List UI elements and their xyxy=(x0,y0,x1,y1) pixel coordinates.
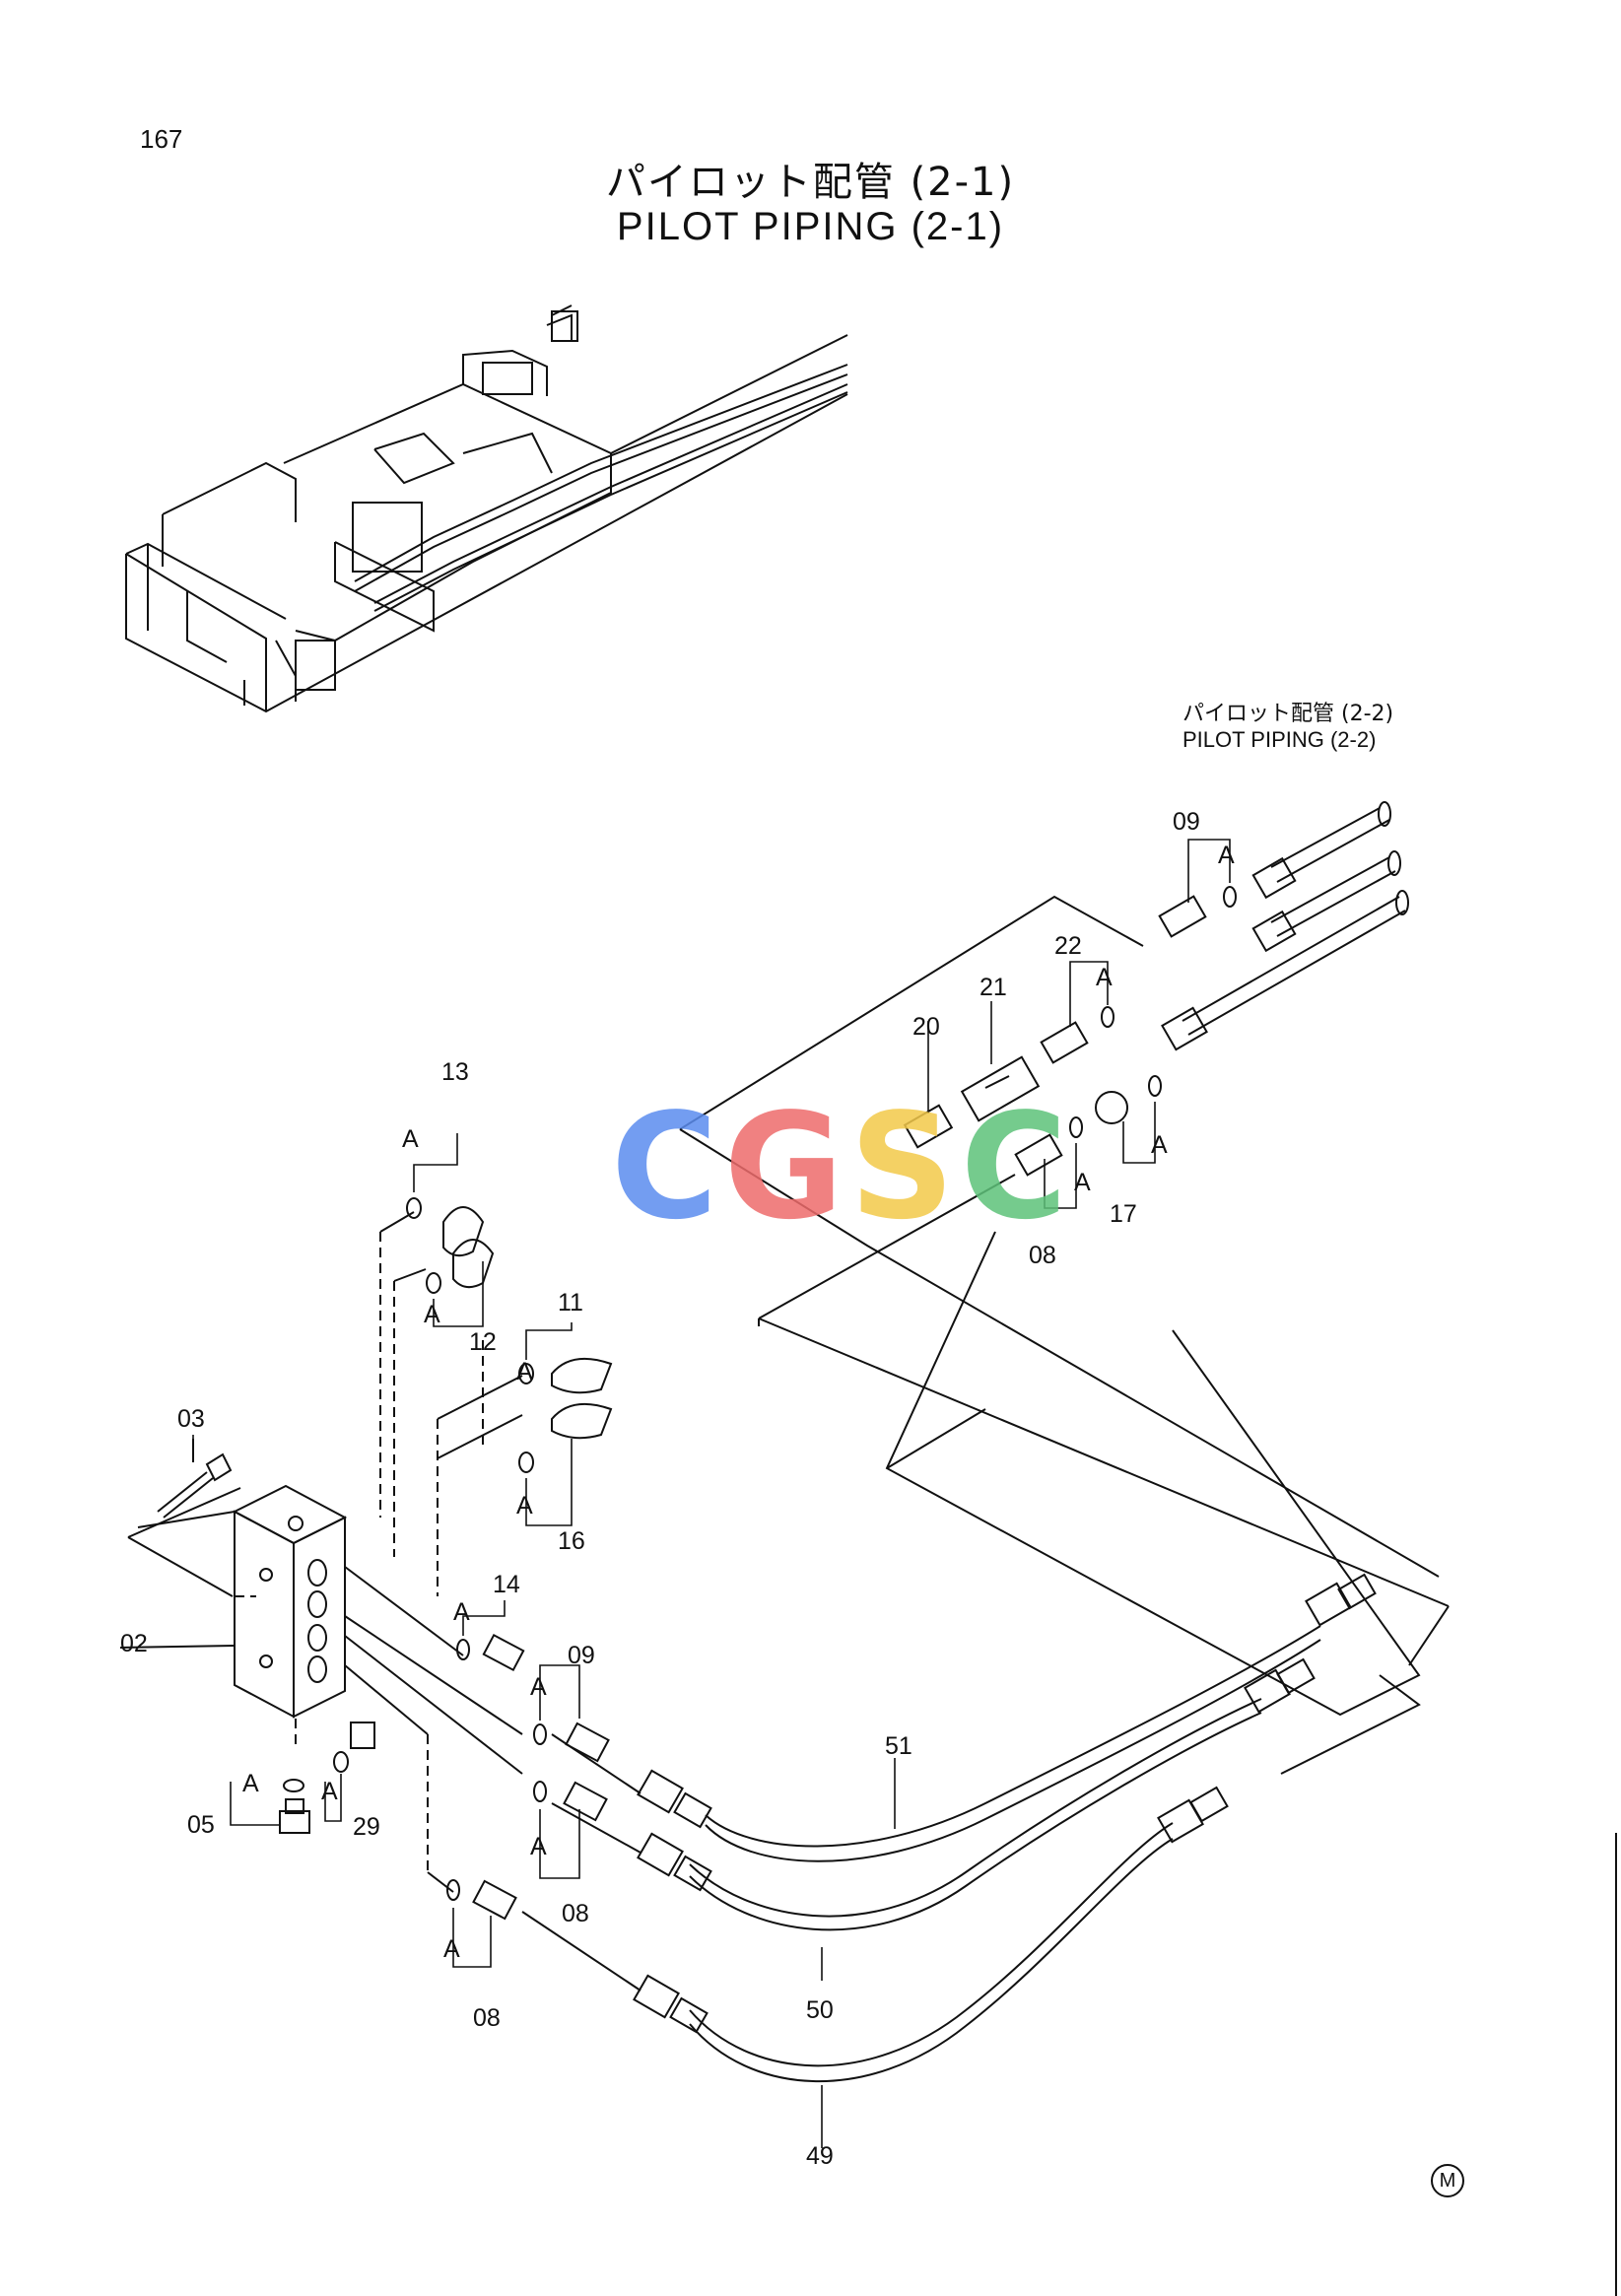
detail-mark-a: A xyxy=(1218,842,1235,869)
callout-14: 14 xyxy=(493,1571,520,1598)
callout-02: 02 xyxy=(120,1630,148,1657)
callout-brackets xyxy=(192,839,1231,2148)
callout-08-right: 08 xyxy=(1029,1242,1056,1269)
valve-block xyxy=(232,1484,348,1719)
callout-50: 50 xyxy=(806,1996,834,2024)
callout-08-middle: 08 xyxy=(562,1900,589,1927)
bolt-03 xyxy=(157,1439,233,1519)
leader-lines xyxy=(119,1211,642,1992)
callout-13: 13 xyxy=(441,1058,469,1086)
adaptor-08-lower xyxy=(446,1879,517,1921)
adaptor-20 xyxy=(903,1104,954,1149)
watermark-letter: S xyxy=(849,1082,959,1251)
reference-title-jp: パイロット配管 (2-2) xyxy=(1182,702,1394,726)
machine-overview-sketch xyxy=(125,304,848,713)
callout-21: 21 xyxy=(979,974,1007,1001)
callout-05: 05 xyxy=(187,1811,215,1839)
callout-09-right: 09 xyxy=(1173,808,1200,836)
callout-11: 11 xyxy=(558,1289,583,1317)
adaptor-17 xyxy=(1095,1075,1162,1124)
callout-17: 17 xyxy=(1110,1200,1137,1228)
watermark-letter: C xyxy=(611,1082,722,1251)
page-number: 167 xyxy=(140,124,183,154)
callout-03: 03 xyxy=(177,1405,205,1433)
corner-mark: M xyxy=(1431,2164,1464,2197)
detail-mark-a: A xyxy=(424,1301,440,1328)
hose-51 xyxy=(705,1625,1321,1862)
hose-49 xyxy=(689,1822,1174,2083)
watermark-logo: CGSC xyxy=(611,1082,1073,1251)
reference-title-en: PILOT PIPING (2-2) xyxy=(1182,727,1377,752)
adaptor-22 xyxy=(1040,1006,1114,1064)
detail-mark-a: A xyxy=(402,1125,419,1153)
callout-51: 51 xyxy=(885,1732,912,1760)
callout-20: 20 xyxy=(912,1013,940,1041)
callout-12: 12 xyxy=(469,1328,497,1356)
detail-mark-a: A xyxy=(453,1598,470,1626)
detail-mark-a: A xyxy=(530,1673,547,1701)
connection-frames xyxy=(127,895,1450,1775)
callout-22: 22 xyxy=(1054,932,1082,960)
elbow-16 xyxy=(518,1402,613,1473)
callout-29: 29 xyxy=(353,1813,380,1841)
detail-mark-a: A xyxy=(321,1778,338,1805)
pilot-pipes-to-2-2 xyxy=(1161,801,1409,1051)
callout-09: 09 xyxy=(568,1642,595,1669)
detail-mark-a: A xyxy=(242,1770,259,1797)
detail-mark-a: A xyxy=(443,1935,460,1963)
watermark-letter: G xyxy=(723,1082,848,1251)
detail-mark-a: A xyxy=(1151,1131,1168,1159)
hose-end-fittings xyxy=(633,1573,1377,2034)
callout-49: 49 xyxy=(806,2142,834,2170)
detail-mark-a: A xyxy=(530,1833,547,1860)
detail-mark-a: A xyxy=(1074,1169,1091,1196)
elbow-11 xyxy=(518,1357,613,1394)
page-title-en: PILOT PIPING (2-1) xyxy=(616,205,1005,248)
callout-16: 16 xyxy=(558,1527,585,1555)
watermark-letter: C xyxy=(960,1082,1072,1251)
detail-mark-a: A xyxy=(1096,964,1113,991)
check-valve-21 xyxy=(960,1055,1041,1122)
plug-05 xyxy=(279,1779,310,1834)
detail-mark-a: A xyxy=(516,1492,533,1519)
adaptor-14 xyxy=(456,1633,525,1672)
hidden-lines xyxy=(235,1232,484,1872)
page-title-jp: パイロット配管 (2-1) xyxy=(605,160,1016,205)
adaptor-09 xyxy=(533,1722,610,1763)
adaptor-09-right xyxy=(1158,886,1237,938)
plug-29 xyxy=(333,1722,375,1773)
hose-50 xyxy=(689,1698,1262,1931)
detail-mark-a: A xyxy=(516,1358,533,1385)
callout-08-lower: 08 xyxy=(473,2004,501,2032)
elbow-13 xyxy=(406,1197,485,1257)
